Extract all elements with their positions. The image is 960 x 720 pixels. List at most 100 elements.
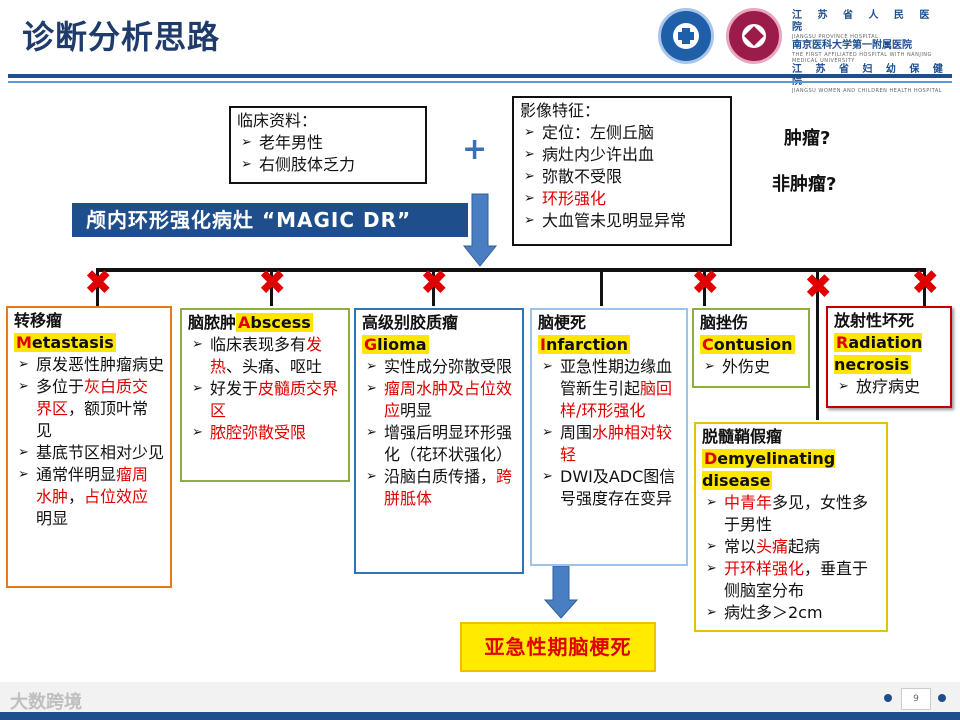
red-x-icon: ✖ — [911, 263, 940, 303]
list-item: ➢增强后明显环形强化（花环状强化） — [362, 422, 516, 466]
list-item-text: ，额顶叶常见 — [36, 399, 149, 440]
red-x-icon: ✖ — [84, 263, 113, 303]
glioma-initial: G — [364, 335, 378, 354]
arrowhead-bullet-icon: ➢ — [706, 539, 717, 554]
list-item-text: 定位：左侧丘脑 — [542, 123, 655, 142]
highlighted-text: 跨胼胝体 — [384, 467, 513, 508]
infarction-box: 脑梗死 Infarction ➢亚急性期边缘血管新生引起脑回样/环形强化➢周围水… — [530, 308, 688, 566]
list-item-text: DWI及ADC图信号强度存在变异 — [560, 467, 676, 508]
arrowhead-bullet-icon: ➢ — [366, 469, 377, 484]
branch-stub-abscess — [270, 268, 273, 306]
glioma-title: 高级别胶质瘤 — [362, 313, 459, 332]
list-item-text: 右侧肢体乏力 — [259, 155, 356, 174]
arrowhead-bullet-icon: ➢ — [241, 157, 252, 172]
radiation-title: 放射性坏死 — [834, 311, 915, 330]
watermark: 大数跨境 — [10, 692, 82, 713]
women-children-hospital-logo-icon — [726, 8, 782, 64]
list-item-text: 增强后明显环形强化（花环状强化） — [384, 423, 513, 464]
list-item-text: 原发恶性肿瘤病史 — [36, 355, 165, 374]
list-item: ➢亚急性期边缘血管新生引起脑回样/环形强化 — [538, 356, 680, 422]
highlighted-text: 灰白质交界区 — [36, 377, 149, 418]
list-item-text: ， — [68, 487, 85, 506]
highlighted-text: 水肿相对较轻 — [560, 423, 673, 464]
list-item-text: 实性成分弥散受限 — [384, 357, 513, 376]
arrowhead-bullet-icon: ➢ — [524, 125, 535, 140]
arrowhead-bullet-icon: ➢ — [18, 467, 29, 482]
red-x-icon: ✖ — [258, 263, 287, 303]
list-item: ➢放疗病史 — [834, 376, 944, 398]
list-item: ➢脓腔弥散受限 — [188, 422, 342, 444]
highlighted-text: 脑回样/环形强化 — [560, 379, 673, 420]
highlighted-text: 瘤周水肿 — [36, 465, 149, 506]
list-item-text: 起病 — [788, 537, 821, 556]
arrowhead-bullet-icon: ➢ — [192, 337, 203, 352]
branch-stub-radiation — [923, 268, 926, 306]
branch-stub-glioma — [432, 268, 435, 306]
arrowhead-bullet-icon: ➢ — [524, 147, 535, 162]
infarction-en: nfarction — [545, 335, 628, 354]
list-item: ➢老年男性 — [237, 132, 419, 154]
clinical-info-box: 临床资料： ➢老年男性➢右侧肢体乏力 — [229, 106, 427, 184]
metastasis-initial: M — [16, 333, 32, 352]
abscess-list: ➢临床表现多有发热、头痛、呕吐➢好发于皮髓质交界区➢脓腔弥散受限 — [188, 334, 342, 444]
header-rule-thin — [8, 81, 952, 83]
radiation-en: adiation necrosis — [834, 333, 923, 374]
list-item-text: 通常伴明显 — [36, 465, 117, 484]
page-title: 诊断分析思路 — [22, 18, 221, 56]
glioma-box: 高级别胶质瘤 Glioma ➢实性成分弥散受限➢瘤周水肿及占位效应明显➢增强后明… — [354, 308, 524, 574]
highlighted-text: 占位效应 — [84, 487, 149, 506]
list-item-text: 基底节区相对少见 — [36, 443, 165, 462]
list-item: ➢原发恶性肿瘤病史 — [14, 354, 164, 376]
arrowhead-bullet-icon: ➢ — [706, 561, 717, 576]
list-item-text: 弥散不受限 — [542, 167, 623, 186]
infarction-initial: I — [540, 335, 546, 354]
list-item-text: 常以 — [724, 537, 757, 556]
arrowhead-bullet-icon: ➢ — [542, 469, 553, 484]
metastasis-list: ➢原发恶性肿瘤病史➢多位于灰白质交界区，额顶叶常见➢基底节区相对少见➢通常伴明显… — [14, 354, 164, 530]
list-item-text: 明显 — [36, 509, 69, 528]
demyelinating-box: 脱髓鞘假瘤 Demyelinating disease ➢中青年多见，女性多于男… — [694, 422, 888, 632]
highlighted-text: 皮髓质交界区 — [210, 379, 339, 420]
conclusion-box: 亚急性期脑梗死 — [460, 622, 656, 672]
arrowhead-bullet-icon: ➢ — [524, 191, 535, 206]
magic-dr-banner: 颅内环形强化病灶 “MAGIC DR” — [72, 203, 468, 237]
list-item-text: ，垂直于侧脑室分布 — [724, 559, 869, 600]
list-item-text: 周围 — [560, 423, 593, 442]
clinical-title: 临床资料： — [237, 111, 318, 130]
abscess-title: 脑脓肿 — [188, 313, 237, 332]
branch-bus-line — [96, 268, 926, 272]
list-item: ➢开环样强化，垂直于侧脑室分布 — [702, 558, 880, 602]
list-item: ➢大血管未见明显异常 — [520, 210, 724, 232]
arrowhead-bullet-icon: ➢ — [366, 381, 377, 396]
red-x-icon: ✖ — [420, 263, 449, 303]
list-item: ➢基底节区相对少见 — [14, 442, 164, 464]
arrowhead-bullet-icon: ➢ — [706, 605, 717, 620]
infarction-list: ➢亚急性期边缘血管新生引起脑回样/环形强化 ➢ 周围水肿相对较轻 ➢ DWI及ADC图信… — [538, 356, 680, 510]
demyelinating-title: 脱髓鞘假瘤 — [702, 427, 783, 446]
list-item: ➢ 病灶内少许出血 — [520, 144, 724, 166]
footer-dot-icon — [938, 694, 946, 702]
arrowhead-bullet-icon: ➢ — [241, 135, 252, 150]
hospital-name-3-en: JIANGSU WOMEN AND CHILDREN HEALTH HOSPIT… — [792, 88, 943, 94]
contusion-box: 脑挫伤 Contusion ➢外伤史 — [692, 308, 810, 388]
page-number: 9 — [901, 688, 931, 710]
highlighted-text: 头痛 — [756, 537, 789, 556]
list-item-text: 病灶内少许出血 — [542, 145, 655, 164]
clinical-list: ➢老年男性➢右侧肢体乏力 — [237, 132, 419, 176]
list-item: ➢外伤史 — [700, 356, 802, 378]
imaging-features-box: 影像特征： ➢定位：左侧丘脑➢病灶内少许出血➢弥散不受限➢环形强化➢大血管未见明… — [512, 96, 732, 246]
list-item: ➢沿脑白质传播，跨胼胝体 — [362, 466, 516, 510]
branch-stub-infarction — [600, 268, 603, 306]
abscess-initial: A — [238, 313, 251, 332]
demyelinating-initial: D — [704, 449, 718, 468]
footer-band — [0, 712, 960, 720]
arrowhead-bullet-icon: ➢ — [542, 425, 553, 440]
hospital-name-1: 江 苏 省 人 民 医 院 — [792, 10, 936, 33]
branch-stub-metastasis — [96, 268, 99, 306]
metastasis-en: etastasis — [31, 333, 114, 352]
arrowhead-bullet-icon: ➢ — [366, 359, 377, 374]
contusion-initial: C — [702, 335, 714, 354]
list-item-text: 放疗病史 — [856, 377, 921, 396]
